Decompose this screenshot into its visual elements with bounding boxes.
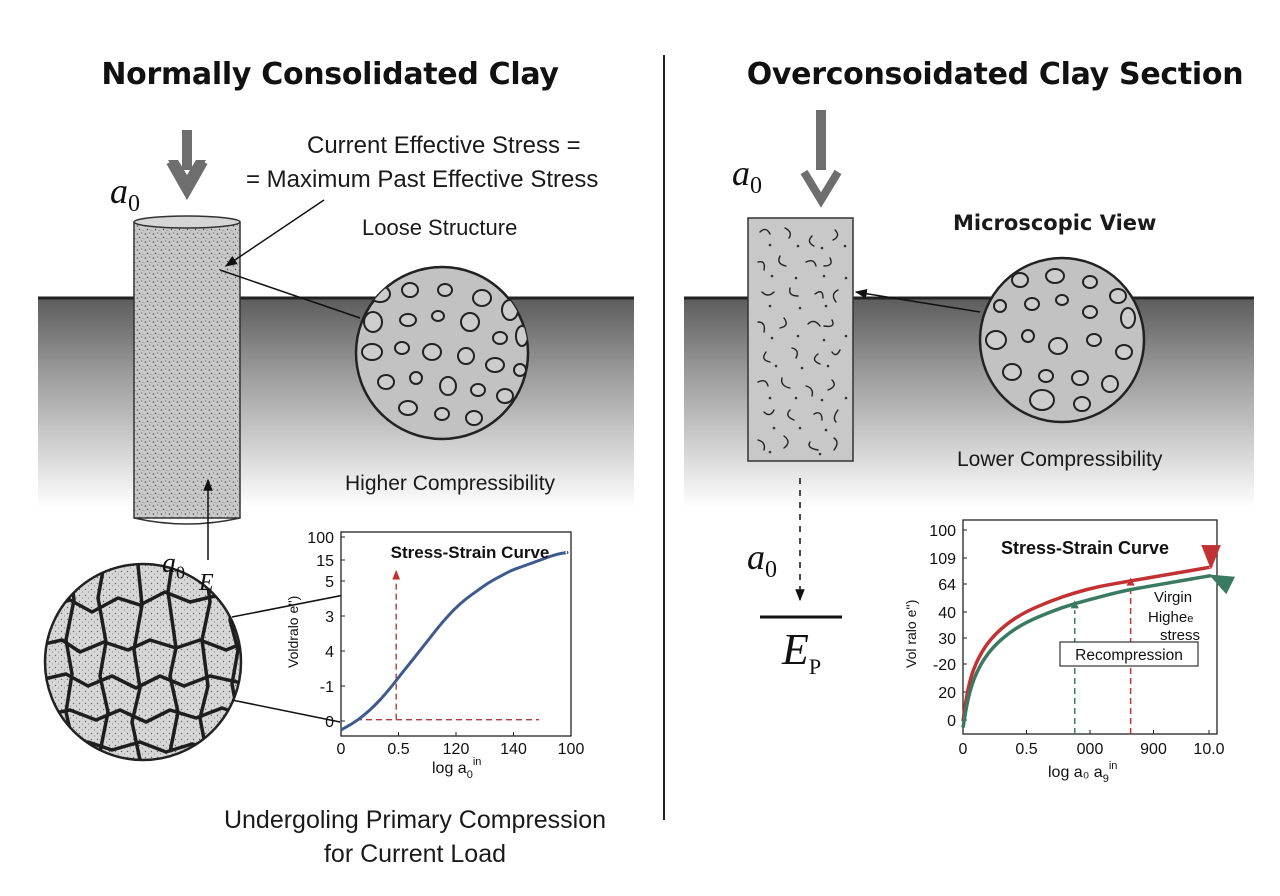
callout-line-1: Current Effective Stress = <box>307 132 581 159</box>
chart-right-ytick-label: 30 <box>938 631 956 648</box>
left-load-symbol: a0 <box>110 170 140 218</box>
left-bottom-e-symbol: E <box>199 570 214 596</box>
callout-arrow <box>225 199 325 267</box>
micro-connector-left <box>219 269 361 319</box>
left-load-symbol-sub: 0 <box>128 191 140 218</box>
chart-left-xtick-label: 120 <box>443 741 470 758</box>
chart-right-ytick-label: 109 <box>929 551 956 568</box>
caption-line-2: for Current Load <box>323 840 507 868</box>
left-panel-title: Normally Consolidated Clay <box>101 57 559 92</box>
cracked-clay-circle-icon <box>43 562 243 762</box>
callout-line-2: = Maximum Past Effective Stress <box>246 166 599 193</box>
chart-left: 100 15 5 3 4 -1 0 0 0.5 120 140 100 Stress-Strain … <box>285 530 584 781</box>
chart-left-xlabel-sup: in <box>473 756 482 768</box>
right-below-symbol-sub: 0 <box>765 557 777 584</box>
chart-right-annotation-virgin: Virgin <box>1154 589 1192 606</box>
chart-right-ytick-label: 0 <box>947 713 956 730</box>
chart-left-ytick-label: 3 <box>325 609 334 626</box>
microscope-circle-icon <box>354 265 530 441</box>
chart-left-xtick-label: 0.5 <box>387 741 409 758</box>
structure-label: Loose Structure <box>362 215 518 240</box>
down-arrow-icon <box>166 130 208 201</box>
chart-right-xlabel-base: log a₀ a <box>1048 764 1103 781</box>
left-bottom-symbol-sub: 0 <box>176 562 185 583</box>
ep-symbol-base: E <box>782 625 809 674</box>
chart-right: 100 109 64 40 30 -20 20 0 0 0.5 000 900 10.0 Stress… <box>903 519 1225 785</box>
microscope-circle-icon <box>978 256 1146 424</box>
right-load-symbol-sub: 0 <box>750 173 762 200</box>
chart-right-ytick-label: 64 <box>938 577 956 594</box>
chart-right-xlabel-sub: 9 <box>1103 773 1109 785</box>
chart-right-ytick-label: 20 <box>938 685 956 702</box>
right-load-symbol-base: a <box>732 153 750 193</box>
chart-right-annotation-higher: Highee <box>1148 609 1193 626</box>
chart-left-xtick-label: 100 <box>558 741 585 758</box>
chart-left-xlabel-sub: 0 <box>467 769 473 781</box>
caption-line-1: Undergoling Primary Compression <box>223 806 607 834</box>
microscopic-view-label: Microscopic View <box>953 211 1157 235</box>
chart-left-ytick-label: 4 <box>325 644 334 661</box>
clay-block-overconsolidated <box>747 217 854 462</box>
chart-right-xtick-label: 0 <box>959 741 968 758</box>
chart-right-ytick-label: 100 <box>929 523 956 540</box>
cells-connector-bottom <box>231 699 341 723</box>
chart-right-ytick-label: 40 <box>938 605 956 622</box>
chart-right-annotation-stress: stress <box>1160 627 1200 644</box>
chart-right-ylabel: Vol ralo e'') <box>903 600 919 668</box>
chart-left-ytick-label: 0 <box>325 714 334 731</box>
clay-cylinder-normally-consolidated <box>133 215 241 525</box>
chart-left-ytick-label: 5 <box>325 574 334 591</box>
ep-symbol-sub: P <box>808 653 822 679</box>
chart-left-ytick-label: -1 <box>320 679 334 696</box>
chart-right-series-red <box>961 544 1221 722</box>
left-bottom-symbol-base: a <box>162 548 176 579</box>
chart-right-xtick-label: 10.0 <box>1193 741 1224 758</box>
chart-right-title: Stress-Strain Curve <box>1001 538 1169 558</box>
chart-left-xtick-label: 0 <box>337 741 346 758</box>
chart-left-ytick-label: 100 <box>307 530 334 547</box>
chart-right-annotation-recompression: Recompression <box>1075 647 1183 664</box>
recompression-box <box>1059 641 1199 667</box>
right-below-symbol: a0 <box>747 536 777 584</box>
chart-right-xtick-label: 900 <box>1140 741 1167 758</box>
chart-left-ytick-label: 15 <box>316 553 334 570</box>
chart-left-ylabel: Voldralo e'') <box>285 596 301 668</box>
chart-right-annotation-higher-base: Highe <box>1148 609 1187 626</box>
micro-connector-right <box>854 288 981 313</box>
chart-right-annotation-higher-suffix: e <box>1187 613 1193 625</box>
chart-right-series-green <box>961 569 1214 728</box>
left-bottom-symbol: a0 <box>162 548 185 584</box>
chart-right-ytick-label: -20 <box>933 657 956 674</box>
chart-left-series-line <box>340 550 569 732</box>
chart-left-xlabel-base: log a <box>432 760 467 777</box>
right-compressibility-label: Lower Compressibility <box>957 448 1163 471</box>
chart-right-xlabel-sup: in <box>1109 760 1118 772</box>
right-below-symbol-base: a <box>747 537 765 577</box>
down-arrow-icon <box>800 110 842 208</box>
left-load-symbol-base: a <box>110 171 128 211</box>
chart-right-xtick-label: 000 <box>1077 741 1104 758</box>
chart-left-title: Stress-Strain Curve <box>391 543 550 562</box>
right-load-symbol: a0 <box>732 152 762 200</box>
ep-symbol: EP <box>782 624 821 680</box>
chart-right-xtick-label: 0.5 <box>1015 741 1037 758</box>
right-panel-title: Overconsoidated Clay Section <box>746 57 1244 92</box>
chart-left-xtick-label: 140 <box>500 741 527 758</box>
left-compressibility-label: Higher Compressibility <box>345 472 556 495</box>
chart-left-xlabel: log a0in <box>432 756 481 781</box>
chart-right-xlabel: log a₀ a9in <box>1048 760 1117 785</box>
